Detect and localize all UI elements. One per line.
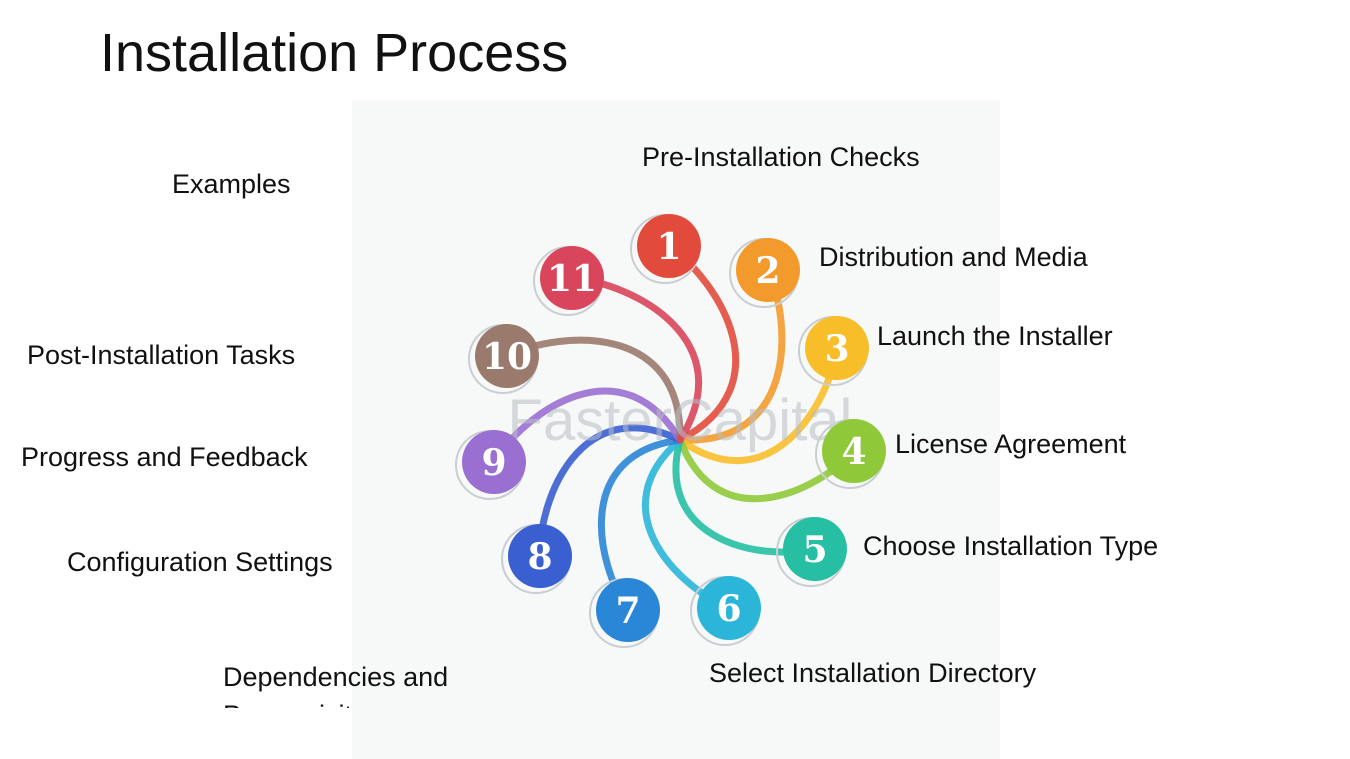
step-number-8: 8	[527, 536, 552, 578]
step-label-5: Choose Installation Type	[863, 531, 1159, 561]
step-number-5: 5	[802, 529, 827, 571]
step-circle-1: 1	[630, 214, 701, 284]
step-circle-5: 5	[776, 517, 847, 587]
step-label-6: Select Installation Directory	[709, 658, 1037, 688]
step-circle-4: 4	[815, 419, 886, 489]
step-circle-9: 9	[455, 430, 526, 500]
step-label-9: Progress and Feedback	[21, 442, 308, 472]
step-label-1: Pre-Installation Checks	[642, 142, 920, 172]
step-number-4: 4	[841, 431, 866, 473]
step-circle-8: 8	[501, 524, 572, 594]
step-number-3: 3	[824, 328, 849, 370]
step-label-2: Distribution and Media	[819, 242, 1088, 272]
step-number-2: 2	[755, 250, 780, 292]
step-label-8: Configuration Settings	[67, 547, 333, 577]
step-label-3: Launch the Installer	[877, 321, 1113, 351]
examples-label: Examples	[172, 169, 291, 199]
step-circle-10: 10	[468, 324, 539, 394]
step-label-10: Post-Installation Tasks	[27, 340, 296, 370]
step-label-4: License Agreement	[895, 429, 1127, 459]
step-circle-11: 11	[533, 246, 604, 316]
step-number-6: 6	[716, 588, 741, 630]
step-circle-3: 3	[798, 316, 869, 386]
step-circles: 1 2 3 4 5 6 7 8 9 10 11	[455, 214, 886, 648]
step-number-1: 1	[656, 226, 681, 268]
page-title: Installation Process	[100, 23, 569, 83]
step-number-7: 7	[615, 590, 640, 632]
watermark-text: FasterCapital	[508, 388, 853, 453]
step-label-7: Dependencies and Prerequisites	[223, 662, 449, 708]
step-circle-2: 2	[729, 238, 800, 308]
step-number-10: 10	[482, 336, 532, 378]
step-circle-7: 7	[589, 578, 660, 648]
step-number-9: 9	[481, 442, 506, 484]
step-circle-6: 6	[690, 576, 761, 646]
step-number-11: 11	[547, 258, 597, 300]
